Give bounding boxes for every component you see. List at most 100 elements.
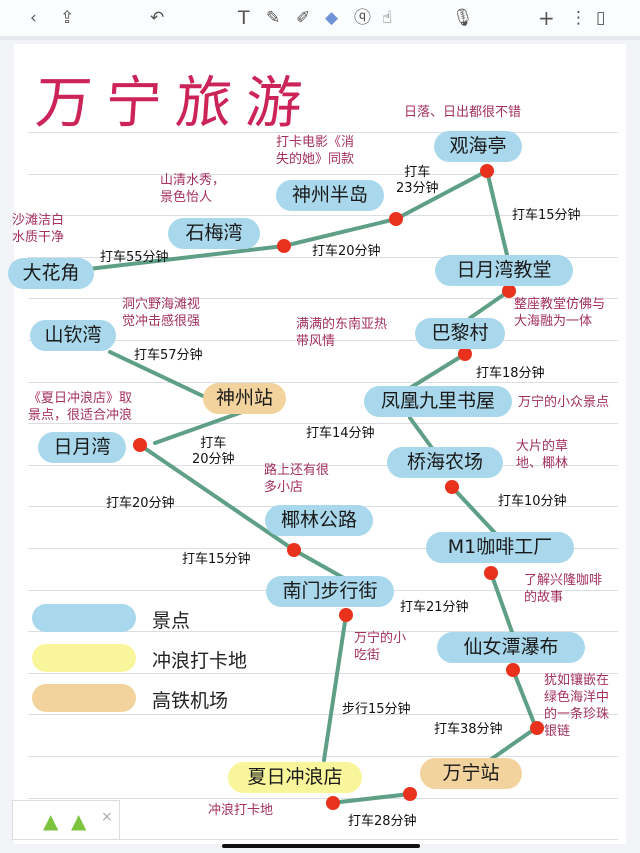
bottle-icon: ▲: [43, 809, 59, 833]
note-xiannvtan: 犹如镶嵌在 绿色海洋中 的一条珍珠 银链: [544, 673, 610, 739]
place-balicun: 巴黎村: [415, 318, 505, 349]
route-line: [138, 443, 296, 552]
note-shanqinwan: 洞穴野海滩视 觉冲击感很强: [122, 297, 201, 329]
time-label: 打车20分钟: [312, 244, 381, 259]
time-label: 打车15分钟: [512, 208, 581, 223]
time-label: 打车55分钟: [100, 250, 169, 265]
place-qiaohai: 桥海农场: [387, 447, 503, 478]
place-riyuewan: 日月湾: [38, 432, 126, 463]
route-dot: [458, 347, 472, 361]
place-wanning-station: 万宁站: [420, 758, 522, 789]
ruled-line: [28, 548, 618, 549]
place-nanmen: 南门步行街: [266, 576, 394, 607]
ruled-line: [28, 423, 618, 424]
close-icon[interactable]: ×: [101, 809, 113, 825]
eraser-icon[interactable]: ◆: [325, 8, 339, 28]
share-icon[interactable]: ⇪: [60, 8, 75, 28]
time-label: 打车 23分钟: [396, 165, 439, 196]
place-guanhaiting: 观海亭: [434, 131, 522, 162]
route-line: [408, 416, 434, 450]
route-dot: [506, 663, 520, 677]
note-shenzhoubandao: 打卡电影《消 失的她》同款: [276, 135, 355, 167]
legend-label: 冲浪打卡地: [152, 650, 248, 672]
note-yelin: 路上还有很 多小店: [264, 463, 330, 495]
note-balicun: 满满的东南亚热 带风情: [296, 317, 388, 349]
text-icon[interactable]: T: [238, 7, 250, 29]
place-shanqinwan: 山钦湾: [30, 320, 116, 351]
home-indicator[interactable]: [222, 844, 420, 848]
note-dahuajiao: 沙滩洁白 水质干净: [12, 213, 65, 245]
route-dot: [445, 480, 459, 494]
route-line: [450, 485, 497, 535]
route-line: [322, 613, 348, 762]
ruled-line: [28, 215, 618, 216]
place-shenzhoubandao: 神州半岛: [276, 180, 384, 211]
time-label: 打车 20分钟: [192, 436, 235, 467]
route-line: [108, 350, 207, 399]
ruled-line: [28, 340, 618, 341]
lasso-icon[interactable]: ⓠ: [354, 8, 371, 28]
ruled-line: [28, 132, 618, 133]
time-label: 打车15分钟: [182, 552, 251, 567]
route-dot: [502, 284, 516, 298]
ruled-line: [28, 382, 618, 383]
hand-icon[interactable]: ☝: [382, 8, 393, 28]
time-label: 打车38分钟: [434, 722, 503, 737]
mic-icon[interactable]: 🎙: [452, 8, 474, 28]
note-church: 整座教堂仿佛与 大海融为一体: [514, 297, 606, 329]
time-label: 打车21分钟: [400, 600, 469, 615]
place-fenghuang: 凤凰九里书屋: [364, 386, 512, 417]
note-surf-shop: 冲浪打卡地: [208, 803, 274, 818]
note-qiaohai: 大片的草 地、椰林: [516, 439, 569, 471]
ruled-line: [28, 257, 618, 258]
add-icon[interactable]: +: [538, 6, 555, 30]
note-m1: 了解兴隆咖啡 的故事: [524, 573, 603, 605]
time-label: 打车28分钟: [348, 814, 417, 829]
place-xiannvtan: 仙女潭瀑布: [437, 632, 585, 663]
note-fenghuang: 万宁的小众景点: [518, 395, 610, 410]
ruled-line: [28, 174, 618, 175]
pen-icon[interactable]: ✎: [266, 8, 281, 28]
place-surf-shop: 夏日冲浪店: [228, 762, 362, 793]
time-label: 打车18分钟: [476, 366, 545, 381]
place-m1: M1咖啡工厂: [426, 532, 574, 563]
route-dot: [530, 721, 544, 735]
route-dot: [403, 787, 417, 801]
place-yelin: 椰林公路: [265, 505, 373, 536]
place-shimeiwan: 石梅湾: [168, 218, 260, 249]
back-icon[interactable]: ‹: [30, 8, 37, 28]
route-dot: [484, 566, 498, 580]
bottle-icon: ▲: [71, 809, 87, 833]
note-nanmen: 万宁的小 吃街: [354, 631, 407, 663]
route-line: [292, 548, 344, 579]
note-guanhaiting: 日落、日出都很不错: [404, 105, 522, 120]
legend-swatch-surf: [32, 644, 136, 672]
place-dahuajiao: 大花角: [8, 258, 94, 289]
legend-label: 景点: [152, 610, 191, 632]
highlighter-icon[interactable]: ✐: [296, 8, 311, 28]
route-line: [408, 352, 467, 390]
pages-icon[interactable]: ▯: [596, 8, 606, 28]
route-line: [338, 792, 412, 804]
route-dot: [277, 239, 291, 253]
legend-swatch-station: [32, 684, 136, 712]
time-label: 打车57分钟: [134, 348, 203, 363]
note-riyuewan: 《夏日冲浪店》取 景点，很适合冲浪: [28, 391, 133, 423]
page-thumbnail-strip[interactable]: ▲ ▲ ×: [12, 800, 120, 840]
undo-icon[interactable]: ↶: [150, 8, 165, 28]
more-icon[interactable]: ⋮: [570, 8, 587, 28]
route-line: [488, 668, 539, 762]
ruled-line: [28, 839, 618, 840]
route-dot: [480, 164, 494, 178]
route-line: [489, 571, 514, 634]
ruled-line: [28, 673, 618, 674]
time-label: 打车14分钟: [306, 426, 375, 441]
note-shimeiwan: 山清水秀， 景色怡人: [160, 173, 226, 205]
route-dot: [326, 796, 340, 810]
time-label: 打车10分钟: [498, 494, 567, 509]
legend-label: 高铁机场: [152, 690, 229, 712]
ruled-line: [28, 298, 618, 299]
time-label: 打车20分钟: [106, 496, 175, 511]
legend-swatch-attraction: [32, 604, 136, 632]
